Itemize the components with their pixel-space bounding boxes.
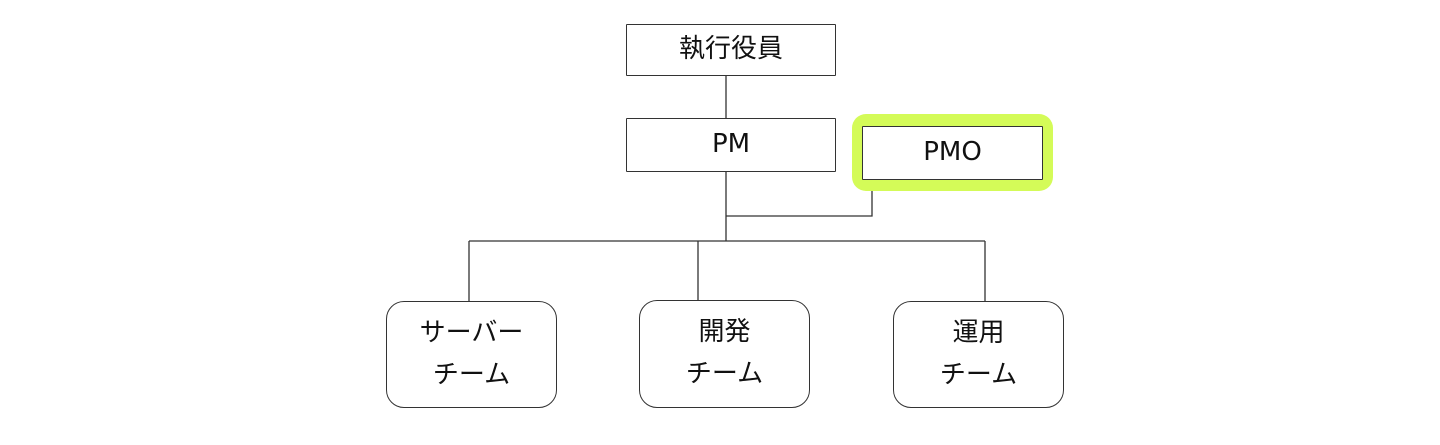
node-dev-team-line2: チーム (685, 359, 764, 389)
node-pmo[interactable]: PMO (862, 126, 1043, 180)
node-pm-label: PM (711, 129, 751, 160)
node-executive[interactable]: 執行役員 (626, 24, 836, 76)
node-ops-team[interactable]: 運用 チーム (893, 301, 1064, 408)
node-server-team[interactable]: サーバー チーム (386, 301, 557, 408)
node-dev-team[interactable]: 開発 チーム (639, 300, 810, 408)
node-pm[interactable]: PM (626, 118, 836, 172)
node-executive-label: 執行役員 (678, 34, 783, 65)
node-ops-team-line2: チーム (939, 359, 1018, 390)
node-ops-team-line1: 運用 (952, 317, 1005, 348)
node-pmo-label: PMO (923, 137, 982, 168)
node-server-team-line1: サーバー (419, 317, 524, 348)
node-server-team-line2: チーム (432, 359, 511, 390)
edge-pmo-pm (726, 180, 873, 217)
node-dev-team-line1: 開発 (698, 317, 751, 348)
